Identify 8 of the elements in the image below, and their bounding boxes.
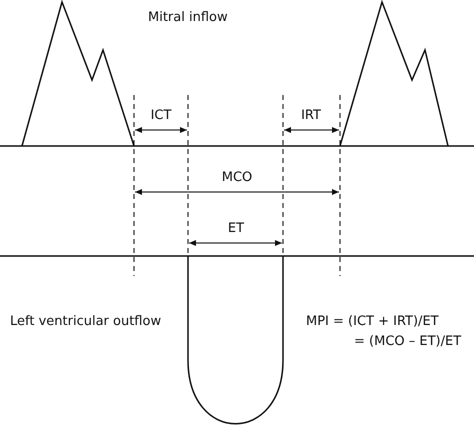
waveform-label: Mitral inflow	[148, 10, 228, 26]
formula-text: MPI = (ICT + IRT)/ET	[306, 314, 439, 330]
interval-label: IRT	[301, 108, 321, 124]
formula-text: = (MCO – ET)/ET	[354, 334, 462, 350]
interval-label: ICT	[150, 108, 172, 124]
interval-label: ET	[228, 221, 244, 237]
waveform-label: Left ventricular outflow	[10, 314, 162, 330]
interval-label: MCO	[222, 170, 252, 186]
